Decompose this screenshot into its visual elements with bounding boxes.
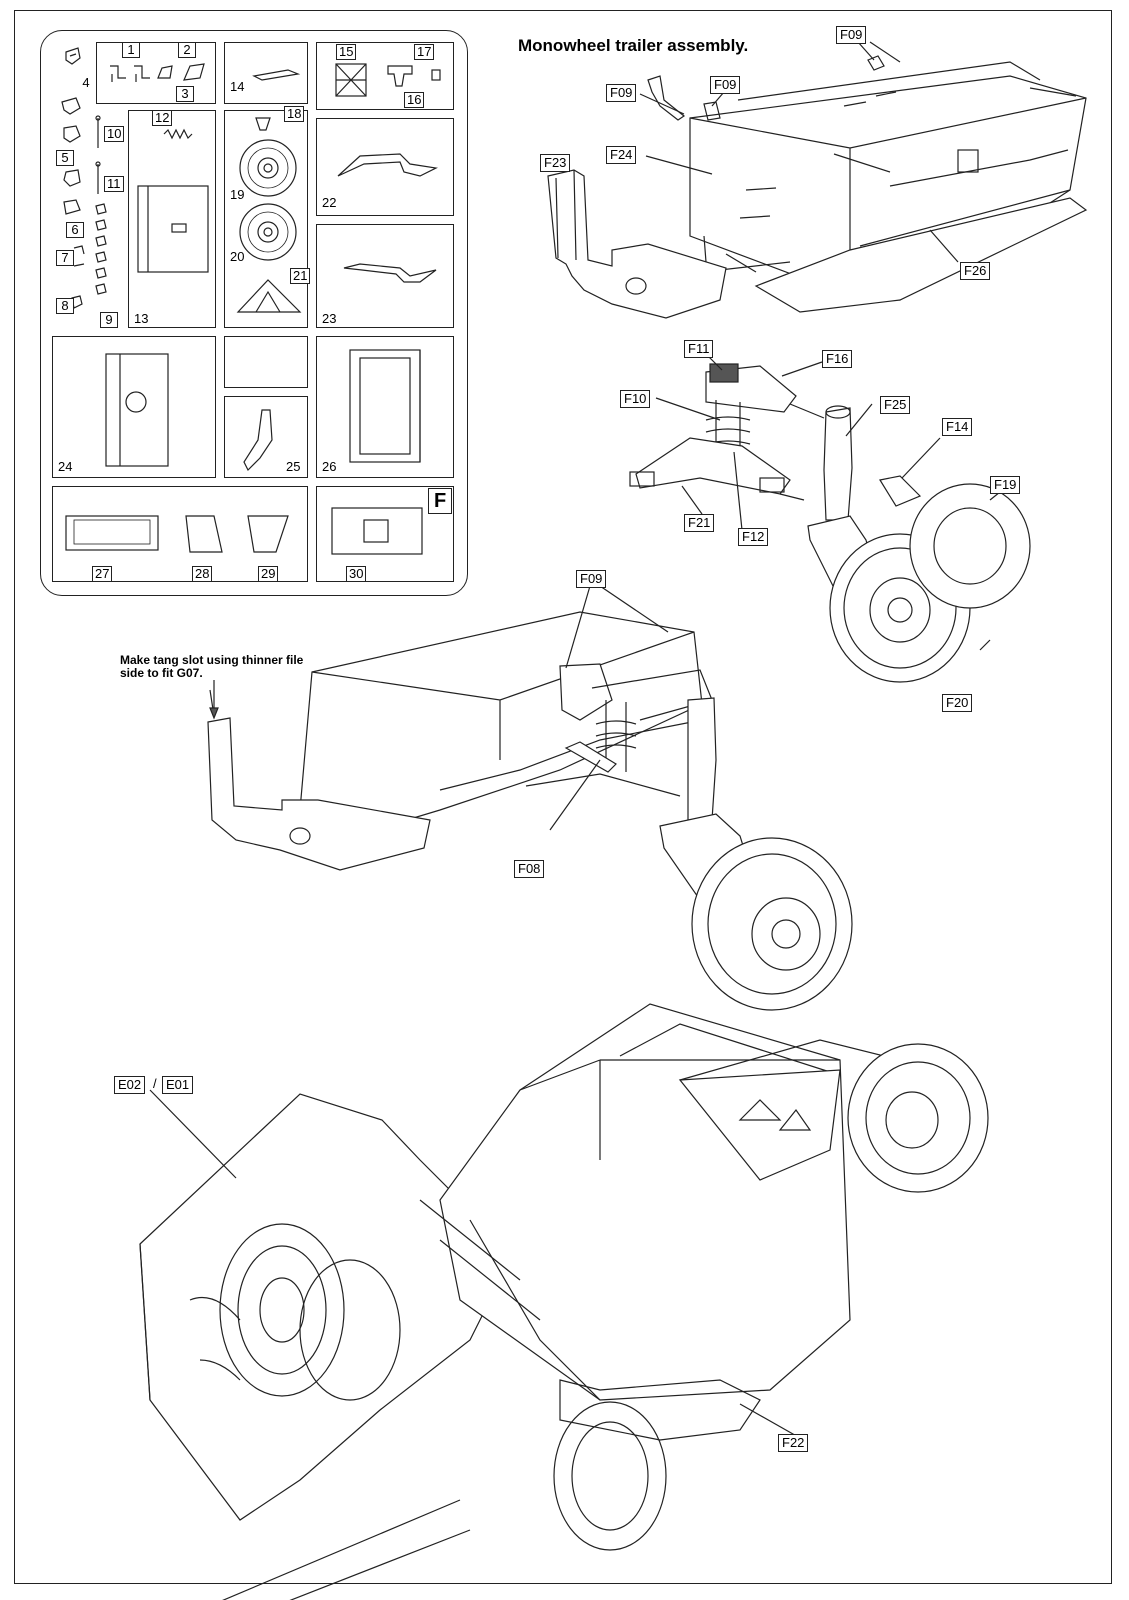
callout-label: E01 [162, 1076, 194, 1094]
sprue-cell-30 [316, 486, 454, 582]
part-number: 24 [56, 459, 75, 474]
part-number: 18 [284, 106, 305, 122]
part-number: 15 [336, 44, 357, 60]
callout-label: F22 [778, 1434, 809, 1452]
sprue-letter: F [428, 488, 453, 514]
part-number: 23 [320, 311, 339, 326]
part-number: 12 [152, 110, 173, 126]
part-number: 10 [104, 126, 125, 142]
sprue-cell-14 [224, 42, 308, 104]
callout-separator: / [153, 1076, 157, 1091]
part-number: 3 [176, 86, 194, 102]
sprue-cell-15-17 [316, 42, 454, 110]
part-number: 5 [56, 150, 74, 166]
callout-label: F09 [576, 570, 607, 588]
callout-label: F24 [606, 146, 637, 164]
sprue-cell-blank [224, 336, 308, 388]
part-number: 9 [100, 312, 118, 328]
callout-label: F10 [620, 390, 651, 408]
part-number: 1 [122, 42, 140, 58]
part-number: 22 [320, 195, 339, 210]
callout-label: F12 [738, 528, 769, 546]
sprue-cell-1-3 [96, 42, 216, 104]
part-number: 13 [132, 311, 151, 326]
assembly-note: Make tang slot using thinner file side t… [120, 653, 304, 680]
part-number: 19 [228, 187, 247, 202]
callout-label: F09 [710, 76, 741, 94]
page-border [14, 10, 1112, 1584]
part-number: 2 [178, 42, 196, 58]
part-number: 26 [320, 459, 339, 474]
callout-label: F20 [942, 694, 973, 712]
callout-label: F21 [684, 514, 715, 532]
callout-label: F25 [880, 396, 911, 414]
sprue-cell-27-29 [52, 486, 308, 582]
part-number: 11 [104, 176, 124, 192]
part-number: 16 [404, 92, 425, 108]
callout-label: F19 [990, 476, 1021, 494]
sprue-cell-12-13 [128, 110, 216, 328]
callout-label: E02 [114, 1076, 146, 1094]
callout-label: F11 [684, 340, 714, 358]
part-number: 29 [258, 566, 279, 582]
part-number: 28 [192, 566, 213, 582]
page-title: Monowheel trailer assembly. [518, 36, 749, 55]
sprue-cell-23 [316, 224, 454, 328]
callout-label: F23 [540, 154, 571, 172]
part-number: 20 [228, 249, 247, 264]
callout-label: F14 [942, 418, 973, 436]
part-number: 8 [56, 298, 74, 314]
part-number: 27 [92, 566, 113, 582]
sprue-cell-26 [316, 336, 454, 478]
part-number: 7 [56, 250, 74, 266]
sprue-cell-24 [52, 336, 216, 478]
part-number: 4 [78, 76, 94, 90]
callout-label: F09 [606, 84, 637, 102]
callout-label: F08 [514, 860, 545, 878]
sprue-cell-18-21 [224, 110, 308, 328]
sprue-cell-25 [224, 396, 308, 478]
sprue-f-map [40, 30, 468, 596]
part-number: 30 [346, 566, 367, 582]
part-number: 6 [66, 222, 84, 238]
callout-label: F26 [960, 262, 991, 280]
part-number: 17 [414, 44, 435, 60]
part-number: 21 [290, 268, 311, 284]
sprue-cell-22 [316, 118, 454, 216]
callout-label: F09 [836, 26, 867, 44]
part-number: 25 [284, 459, 303, 474]
callout-label: F16 [822, 350, 853, 368]
part-number: 14 [228, 79, 247, 94]
